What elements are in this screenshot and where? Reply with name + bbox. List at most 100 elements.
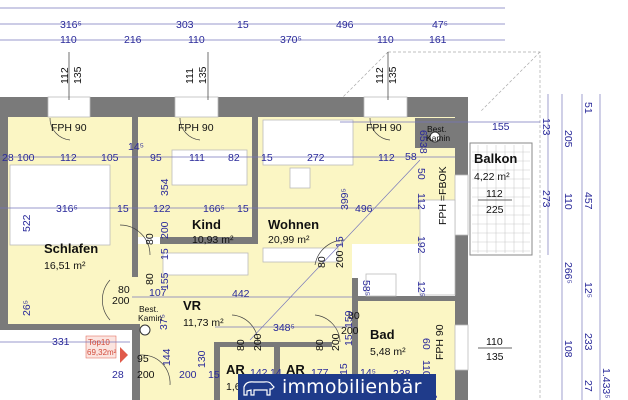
- kamin-label-wohnen: Best.Kamin: [426, 124, 450, 143]
- dim-100: 100: [17, 152, 35, 164]
- brand-name: immobilienbär: [282, 376, 422, 398]
- bad-window-label: FPH 90: [434, 324, 446, 360]
- dim-line-496-diag: [249, 159, 421, 341]
- dim-111: 111: [189, 152, 205, 164]
- dim-273: 273: [540, 190, 552, 208]
- dim-110-a: 110: [60, 34, 77, 46]
- dim-110-b: 110: [188, 34, 205, 46]
- door-schlafen-vr-h: 200: [112, 295, 130, 307]
- dim-125-r: 12⁵: [582, 282, 594, 298]
- dim-top-303: 303: [176, 19, 194, 31]
- room-area-balkon: 4,22 m²: [474, 171, 510, 183]
- room-name-schlafen: Schlafen: [44, 241, 98, 256]
- dim-60-bad: 60: [420, 338, 432, 350]
- balkon-window-height: 225: [486, 204, 504, 216]
- window-swing-kind: [179, 117, 201, 141]
- dim-3995: 399⁵: [339, 188, 351, 210]
- door-wohnen-w: 80: [316, 256, 328, 268]
- wall-ar2-top: [274, 342, 332, 347]
- balcony-tiles: [472, 145, 530, 253]
- dim-top-475: 47⁵: [432, 19, 448, 31]
- dim-112: 112: [60, 152, 77, 164]
- wall-schlafen-kind: [132, 117, 138, 277]
- dim-3485: 348⁵: [273, 322, 295, 334]
- wall-schlafen-south: [0, 324, 138, 330]
- room-area-wohnen: 20,99 m²: [268, 234, 310, 246]
- dim-28-entry: 28: [112, 369, 124, 381]
- door-ar2: [314, 314, 341, 343]
- dim-27: 27: [582, 380, 594, 392]
- wall-entry: [132, 324, 140, 400]
- dim-110-c: 110: [377, 34, 394, 46]
- dim-14: 14: [270, 367, 282, 379]
- dim-216: 216: [124, 34, 142, 46]
- dim-522: 522: [21, 214, 33, 232]
- room-name-bad: Bad: [370, 327, 395, 342]
- kind-cabinet: [162, 252, 249, 276]
- dim-15-mid: 15: [117, 203, 129, 215]
- room-name-ar1: AR: [226, 362, 245, 377]
- kitchen-counter: [419, 199, 456, 296]
- dim-58: 58: [405, 151, 417, 163]
- dim-200-vr: 200: [179, 369, 197, 381]
- roof-diagonal-2: [479, 51, 541, 113]
- room-name-wohnen: Wohnen: [268, 217, 319, 232]
- dim-125-v: 12⁵: [415, 281, 427, 297]
- dim-15-kind: 15: [237, 203, 249, 215]
- dim-110-bad: 110: [420, 360, 432, 377]
- dim-123: 123: [540, 118, 552, 136]
- window-label-schlafen: FPH 90: [51, 122, 87, 134]
- wall-kind-wohnen: [252, 117, 258, 244]
- dim-145: 14⁵: [128, 141, 144, 153]
- room-name-vr: VR: [183, 298, 202, 313]
- win2-sill: 111: [184, 68, 196, 84]
- dim-192: 192: [415, 236, 427, 254]
- dim-233: 233: [582, 333, 594, 351]
- door-schlafen-vr-w: 80: [118, 284, 130, 296]
- east-wall: [455, 97, 468, 400]
- wall-kind-vr: [160, 237, 258, 244]
- dim-122: 122: [153, 203, 171, 215]
- door-ar1-h: 200: [252, 333, 264, 351]
- dim-144: 144: [161, 348, 173, 366]
- win1-sill: 112: [59, 67, 71, 84]
- west-wall: [0, 97, 8, 327]
- dim-112-v: 112: [415, 193, 427, 210]
- top-unit-area: 69,32m²: [87, 348, 117, 357]
- sink: [365, 273, 397, 297]
- window-wohnen: [363, 96, 408, 118]
- wall-vr-bad: [352, 278, 358, 400]
- dim-457: 457: [582, 192, 594, 210]
- wall-ar1: [214, 342, 220, 400]
- dim-2665: 266⁵: [562, 262, 574, 284]
- win2-height: 135: [197, 66, 209, 84]
- door-wohnen: [314, 239, 346, 266]
- door-schlafen: [119, 224, 151, 256]
- room-area-vr: 11,73 m²: [183, 317, 224, 329]
- window-label-wohnen: FPH 90: [366, 122, 402, 134]
- door-bad-h: 200: [341, 325, 359, 337]
- door-bad-w: 80: [348, 310, 360, 322]
- bad-window-sill: 110: [486, 336, 503, 348]
- top-unit-label: Top10: [88, 338, 110, 347]
- dim-50: 50: [415, 168, 427, 180]
- room-area-ar1: 1,6: [226, 381, 241, 393]
- room-area-kind: 10,93 m²: [192, 234, 234, 246]
- dim-top-3165: 316⁵: [60, 19, 82, 31]
- room-area-bad: 5,48 m²: [370, 346, 406, 358]
- dim-354: 354: [159, 178, 171, 196]
- dim-top-15: 15: [237, 19, 249, 31]
- balkon-window-sill: 112: [486, 188, 503, 200]
- dim-65: 65: [417, 130, 429, 142]
- coffee-table: [289, 167, 311, 189]
- dim-15-v: 15: [159, 248, 171, 260]
- door-wohnen-h: 200: [334, 250, 346, 268]
- chimney-vent-vr-icon: [139, 324, 151, 336]
- dim-155: 155: [159, 272, 171, 290]
- win3-height: 135: [387, 66, 399, 84]
- door-schlafen-w: 80: [144, 273, 156, 285]
- dim-15-ar: 15: [338, 363, 350, 375]
- door-entry: [139, 354, 171, 386]
- dim-110-r: 110: [562, 193, 574, 210]
